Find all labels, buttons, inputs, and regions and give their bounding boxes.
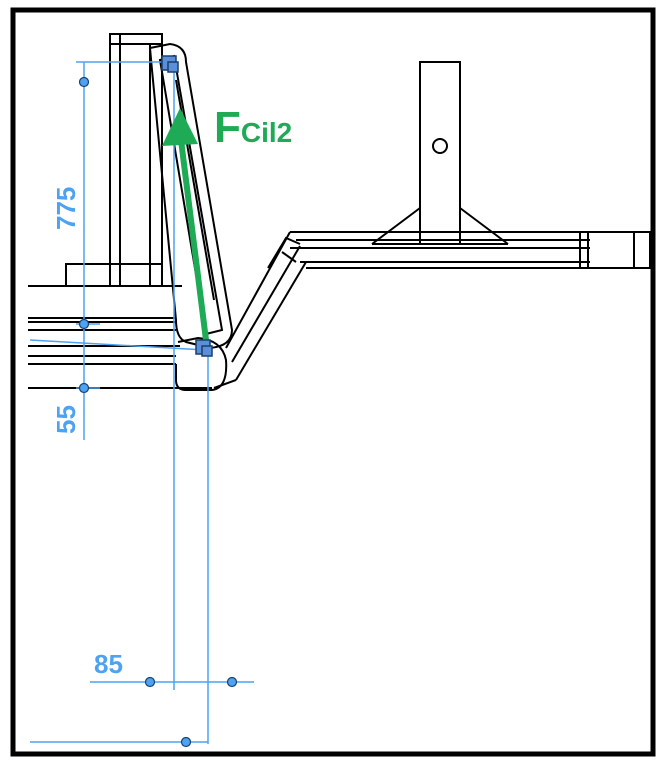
force-label: FCil2 bbox=[214, 103, 292, 152]
dimension-markers bbox=[78, 76, 238, 748]
cylinder-body bbox=[148, 42, 234, 350]
machine-structure bbox=[28, 33, 651, 391]
force-line bbox=[177, 131, 209, 341]
force-label-sub: Cil2 bbox=[241, 117, 292, 148]
dimensions bbox=[29, 61, 254, 744]
force-arrowhead bbox=[162, 108, 198, 146]
dim-marker bbox=[78, 76, 90, 88]
beam-end-cap bbox=[579, 231, 651, 269]
force-vector bbox=[162, 108, 209, 341]
dim-marker bbox=[180, 736, 192, 748]
force-label-main: F bbox=[214, 103, 241, 152]
post-gusset bbox=[371, 207, 509, 245]
dim-text-775: 775 bbox=[51, 187, 81, 230]
dim-marker bbox=[78, 318, 90, 330]
dim-text-55: 55 bbox=[51, 405, 81, 434]
dim-text-85: 85 bbox=[94, 649, 123, 679]
dim-marker bbox=[144, 676, 156, 688]
lower-joint-inner bbox=[201, 345, 213, 357]
joints bbox=[161, 55, 213, 357]
dim-marker bbox=[226, 676, 238, 688]
upper-joint-inner bbox=[167, 61, 179, 73]
post-hole bbox=[432, 138, 448, 154]
dim-marker bbox=[78, 382, 90, 394]
